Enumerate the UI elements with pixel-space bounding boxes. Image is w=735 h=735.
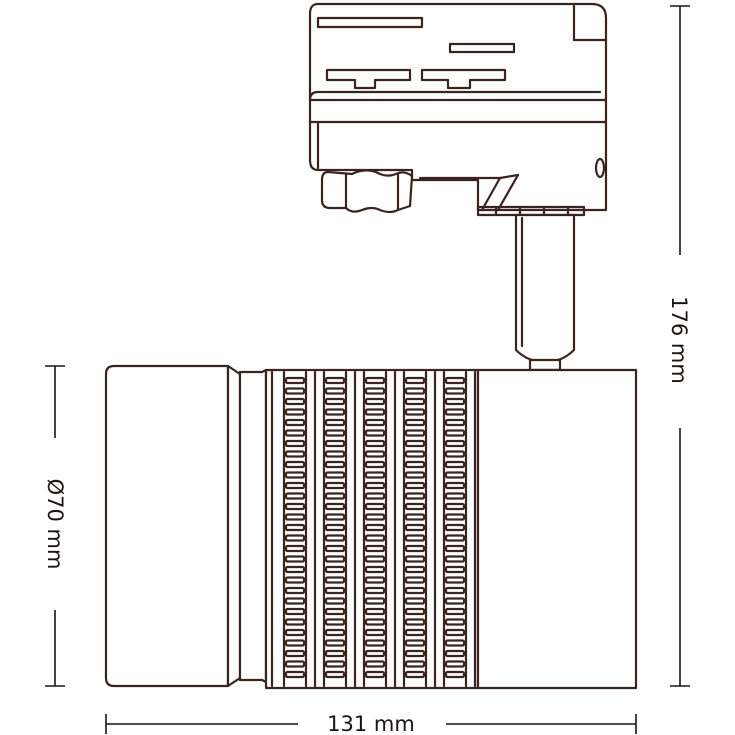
fin-column	[362, 370, 388, 688]
height-label: 176 mm	[667, 296, 691, 384]
mounting-stem	[514, 213, 576, 372]
cooling-fins	[270, 370, 477, 688]
fin-column	[402, 370, 428, 688]
track-adapter	[308, 2, 608, 217]
diameter-label: Ø70 mm	[43, 479, 67, 570]
fin-column	[322, 370, 348, 688]
length-label: 131 mm	[327, 712, 415, 735]
rotary-knob	[320, 169, 414, 214]
height-dimension: 176 mm	[667, 5, 691, 687]
length-dimension: 131 mm	[105, 712, 637, 735]
fin-column	[442, 370, 468, 688]
lamp-head	[104, 364, 638, 690]
diameter-dimension: Ø70 mm	[43, 365, 67, 687]
fin-column	[282, 370, 308, 688]
